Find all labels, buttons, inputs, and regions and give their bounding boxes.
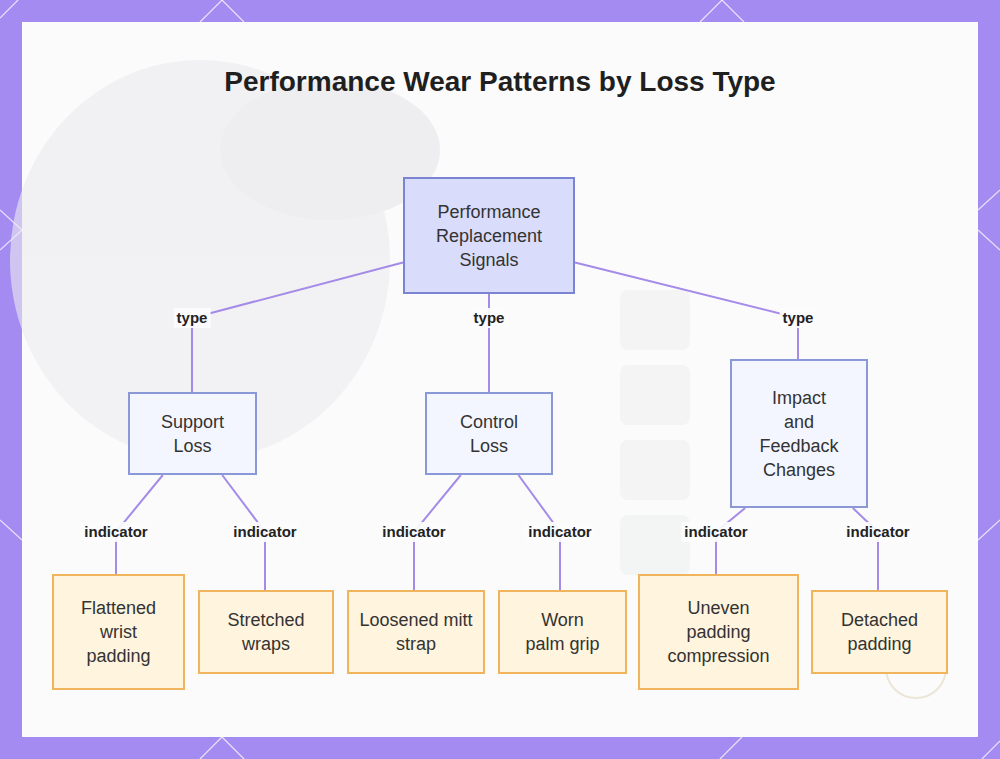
frame-line — [978, 190, 1000, 210]
frame-line — [978, 230, 1000, 250]
faded-shape — [620, 515, 690, 575]
diagram-title: Performance Wear Patterns by Loss Type — [220, 62, 780, 101]
frame-line — [722, 0, 744, 22]
node-text: Uneven padding compression — [663, 596, 775, 668]
edge-label: type — [780, 308, 817, 328]
connector — [575, 262, 798, 359]
node-text: Flattened wrist padding — [69, 596, 169, 668]
frame-line — [0, 0, 18, 18]
node-text: Control Loss — [445, 410, 533, 458]
connector — [192, 262, 403, 392]
category-box: Impact and Feedback Changes — [730, 359, 868, 508]
node-text: Detached padding — [825, 608, 935, 656]
indicator-box: Uneven padding compression — [638, 574, 799, 690]
edge-label: indicator — [81, 522, 150, 542]
edge-label: indicator — [525, 522, 594, 542]
frame-line — [200, 0, 222, 22]
faded-shape — [620, 290, 690, 350]
node-text: Worn palm grip — [520, 608, 605, 656]
faded-photo — [10, 60, 690, 575]
faded-shape — [620, 440, 690, 500]
edge-label: indicator — [379, 522, 448, 542]
node-text: Support Loss — [149, 410, 237, 458]
indicator-box: Detached padding — [811, 590, 948, 674]
indicator-box: Stretched wraps — [198, 590, 334, 674]
edge-label: type — [471, 308, 508, 328]
frame-line — [222, 737, 244, 759]
frame-line — [720, 737, 742, 759]
node-text: Performance Replacement Signals — [419, 200, 559, 272]
frame-line — [982, 741, 1000, 759]
root-box: Performance Replacement Signals — [403, 177, 575, 294]
faded-shape — [620, 365, 690, 425]
node-text: Impact and Feedback Changes — [757, 386, 841, 482]
edge-label: indicator — [843, 522, 912, 542]
indicator-box: Worn palm grip — [498, 590, 627, 674]
edge-label: type — [174, 308, 211, 328]
node-text: Loosened mitt strap — [354, 608, 479, 656]
edge-label: indicator — [230, 522, 299, 542]
frame-line — [200, 737, 222, 759]
connector — [853, 508, 878, 590]
category-box: Control Loss — [425, 392, 553, 475]
frame-line — [0, 520, 22, 540]
frame-line — [222, 0, 244, 22]
node-text: Stretched wraps — [211, 608, 321, 656]
frame-line — [978, 520, 1000, 540]
indicator-box: Loosened mitt strap — [347, 590, 485, 674]
edge-label: indicator — [681, 522, 750, 542]
indicator-box: Flattened wrist padding — [52, 574, 185, 690]
category-box: Support Loss — [128, 392, 257, 475]
frame-line — [700, 0, 722, 22]
